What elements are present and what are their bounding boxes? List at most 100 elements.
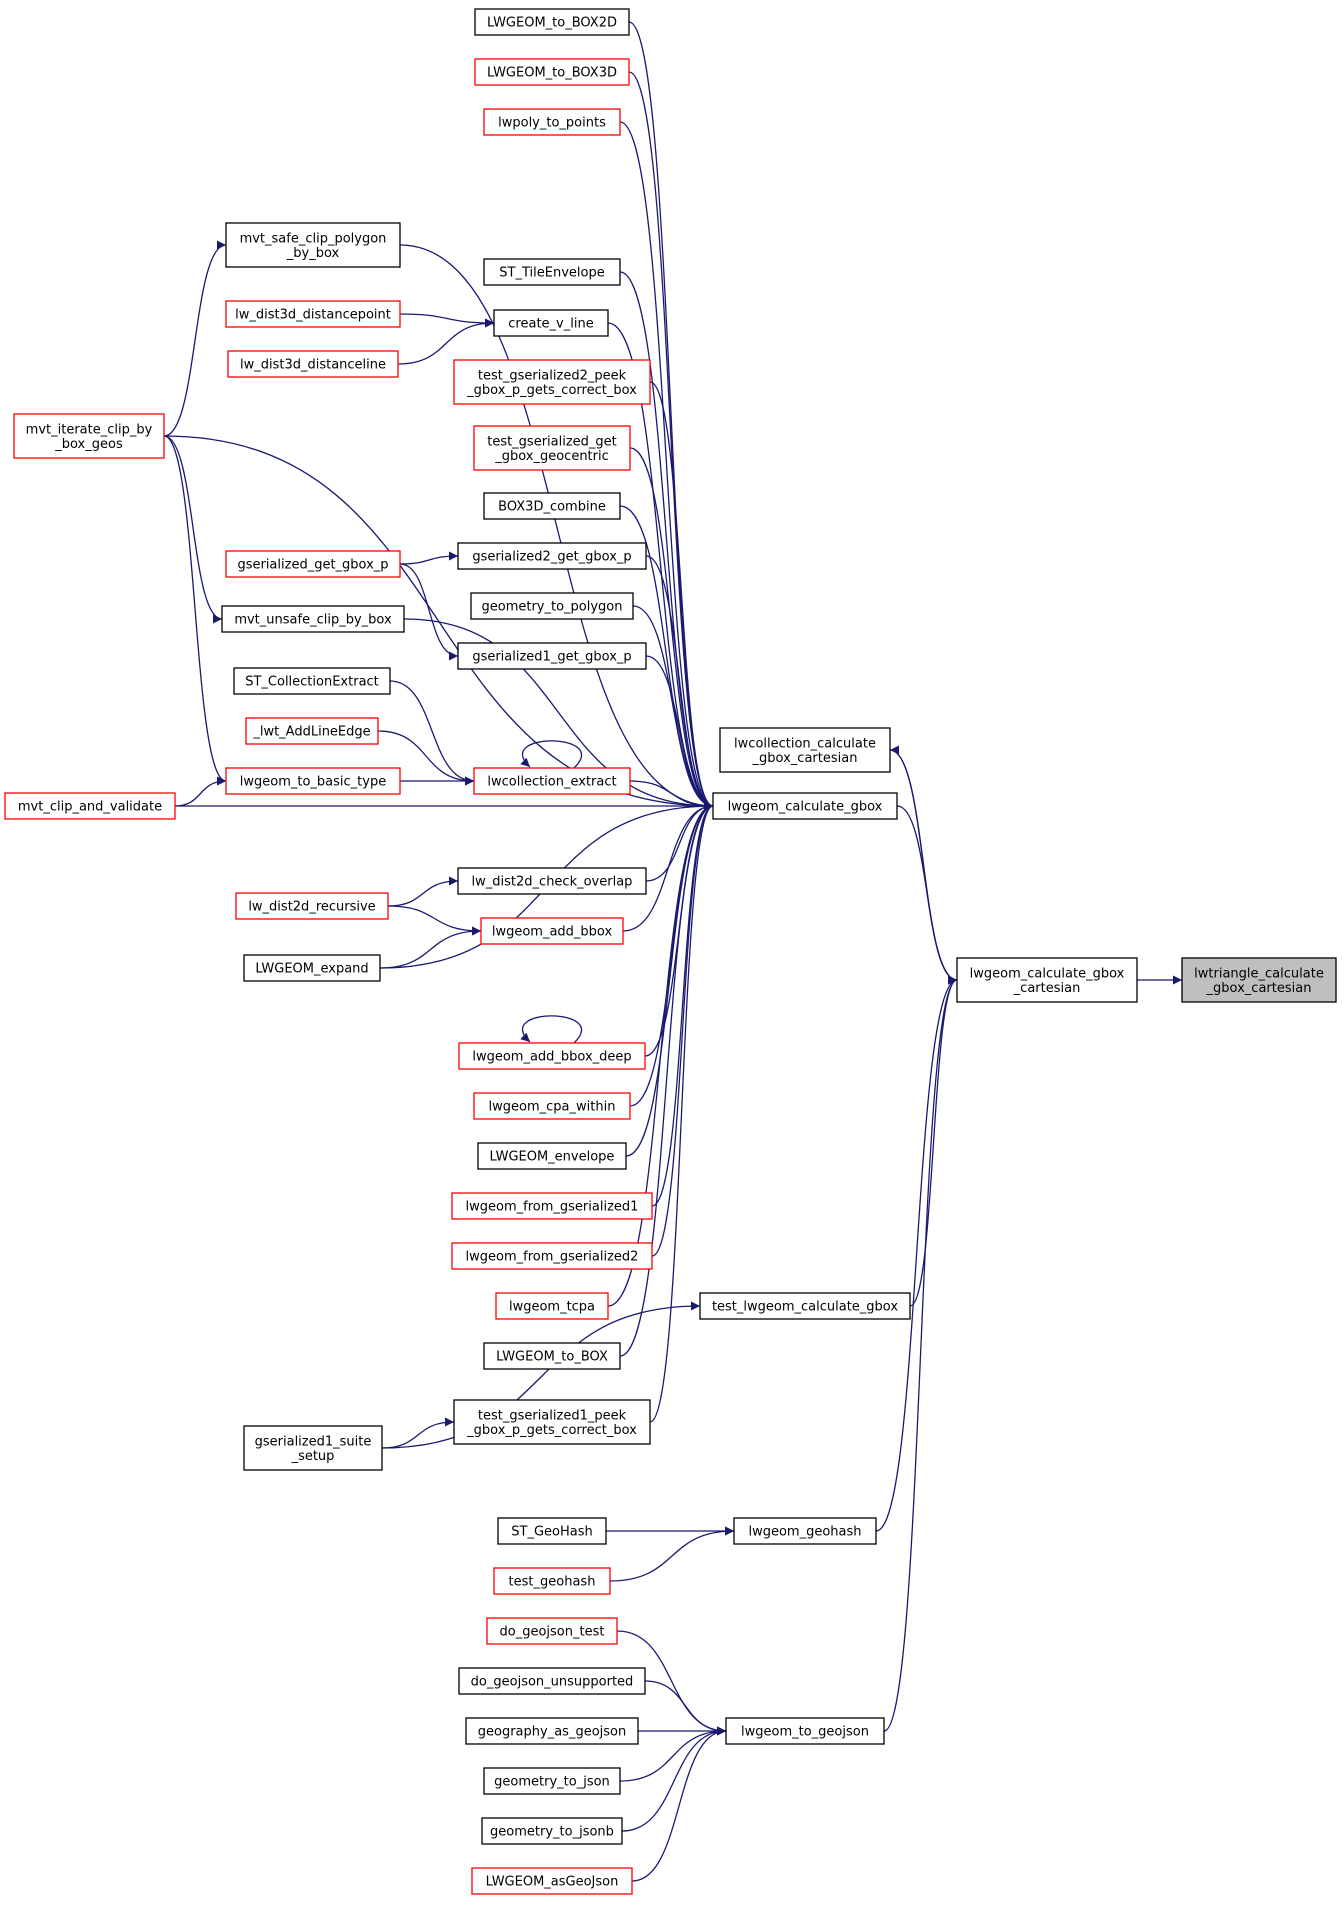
node-lwt-addlineedge[interactable]: _lwt_AddLineEdge bbox=[245, 717, 379, 745]
node-label: test_lwgeom_calculate_gbox bbox=[712, 1300, 898, 1315]
node-box bbox=[243, 954, 381, 982]
node-geography-as-geojson[interactable]: geography_as_geojson bbox=[465, 1717, 639, 1745]
edge-lwgeom-to-geojson-to-lwgeom-calculate-gbox-cartesian bbox=[883, 975, 958, 1732]
node-create-v-line[interactable]: create_v_line bbox=[493, 309, 609, 337]
edge-lwgeom-to-box-to-lwgeom-calculate-gbox bbox=[619, 801, 714, 1357]
node-label: geometry_to_jsonb bbox=[490, 1825, 614, 1840]
node-lwgeom-asgeojson[interactable]: LWGEOM_asGeoJson bbox=[471, 1867, 633, 1895]
node-lwgeom-to-geojson[interactable]: lwgeom_to_geojson bbox=[725, 1717, 885, 1745]
node-lwgeom-to-box[interactable]: LWGEOM_to_BOX bbox=[483, 1342, 621, 1370]
node-lwcollection-calculate-gbox-cartesian[interactable]: lwcollection_calculate_gbox_cartesian bbox=[719, 727, 891, 773]
node-lwgeom-geohash[interactable]: lwgeom_geohash bbox=[733, 1517, 877, 1545]
node-lwgeom-add-bbox[interactable]: lwgeom_add_bbox bbox=[480, 917, 624, 945]
node-label: geometry_to_json bbox=[494, 1775, 610, 1790]
edge-lwgeom-geohash-to-lwgeom-calculate-gbox-cartesian bbox=[875, 975, 958, 1532]
node-st-tileenvelope[interactable]: ST_TileEnvelope bbox=[483, 258, 621, 286]
node-gserialized1-suite-setup[interactable]: gserialized1_suite_setup bbox=[243, 1425, 383, 1471]
node-box bbox=[719, 727, 891, 773]
node-gserialized1-get-gbox-p[interactable]: gserialized1_get_gbox_p bbox=[457, 642, 647, 670]
node-label: lwgeom_calculate_gbox bbox=[970, 966, 1125, 981]
node-st-collectionextract[interactable]: ST_CollectionExtract bbox=[233, 667, 391, 695]
node-gserialized2-get-gbox-p[interactable]: gserialized2_get_gbox_p bbox=[457, 542, 647, 570]
node-mvt-unsafe-clip-by-box[interactable]: mvt_unsafe_clip_by_box bbox=[221, 605, 405, 633]
node-do-geojson-unsupported[interactable]: do_geojson_unsupported bbox=[458, 1667, 646, 1695]
edge-geometry-to-jsonb-to-lwgeom-to-geojson bbox=[621, 1726, 727, 1832]
node-test-gserialized-get-gbox-geocentric[interactable]: test_gserialized_get_gbox_geocentric bbox=[473, 425, 631, 471]
node-box bbox=[4, 792, 176, 820]
node-geometry-to-jsonb[interactable]: geometry_to_jsonb bbox=[481, 1817, 623, 1845]
node-box bbox=[465, 1717, 639, 1745]
edge-mvt-iterate-clip-by-box-geos-to-mvt-unsafe-clip-by-box bbox=[163, 435, 223, 624]
node-box bbox=[480, 917, 624, 945]
node-lwgeom-calculate-gbox-cartesian[interactable]: lwgeom_calculate_gbox_cartesian bbox=[956, 957, 1138, 1003]
node-lw-dist3d-distancepoint[interactable]: lw_dist3d_distancepoint bbox=[225, 300, 401, 328]
node-box bbox=[483, 108, 621, 136]
node-lwtriangle-calculate-gbox-cartesian[interactable]: lwtriangle_calculate_gbox_cartesian bbox=[1181, 957, 1337, 1003]
node-lwgeom-add-bbox-deep[interactable]: lwgeom_add_bbox_deep bbox=[458, 1042, 646, 1070]
node-geometry-to-json[interactable]: geometry_to_json bbox=[483, 1767, 621, 1795]
node-label: ST_TileEnvelope bbox=[499, 266, 604, 281]
node-box bbox=[243, 1425, 383, 1471]
node-label: _gbox_geocentric bbox=[494, 449, 609, 464]
node-lwgeom-calculate-gbox[interactable]: lwgeom_calculate_gbox bbox=[712, 792, 898, 820]
node-do-geojson-test[interactable]: do_geojson_test bbox=[486, 1617, 618, 1645]
node-lwgeom-from-gserialized1[interactable]: lwgeom_from_gserialized1 bbox=[451, 1192, 653, 1220]
node-label: _setup bbox=[291, 1449, 335, 1464]
node-label: lwgeom_geohash bbox=[748, 1525, 861, 1540]
node-label: gserialized1_suite bbox=[255, 1434, 372, 1449]
node-label: LWGEOM_expand bbox=[255, 962, 368, 977]
node-label: mvt_unsafe_clip_by_box bbox=[234, 613, 392, 628]
node-lwpoly-to-points[interactable]: lwpoly_to_points bbox=[483, 108, 621, 136]
node-box bbox=[473, 767, 631, 795]
node-box bbox=[470, 592, 634, 620]
node-label: _gbox_cartesian bbox=[1206, 981, 1312, 996]
node-label: lwgeom_add_bbox bbox=[492, 925, 613, 940]
node-geometry-to-polygon[interactable]: geometry_to_polygon bbox=[470, 592, 634, 620]
edge-st-collectionextract-to-lwcollection-extract bbox=[389, 680, 475, 786]
node-mvt-iterate-clip-by-box-geos[interactable]: mvt_iterate_clip_by_box_geos bbox=[13, 413, 165, 459]
edge-test-gserialized2-peek-to-lwgeom-calculate-gbox bbox=[649, 381, 714, 811]
edge-lw-dist2d-check-overlap-to-lwgeom-calculate-gbox bbox=[645, 801, 714, 882]
node-test-gserialized1-peek[interactable]: test_gserialized1_peek_gbox_p_gets_corre… bbox=[453, 1399, 651, 1445]
node-lwgeom-cpa-within[interactable]: lwgeom_cpa_within bbox=[473, 1092, 631, 1120]
node-label: do_geojson_unsupported bbox=[471, 1675, 634, 1690]
edge-lwt-addlineedge-to-lwcollection-extract bbox=[377, 730, 475, 786]
node-lwgeom-expand[interactable]: LWGEOM_expand bbox=[243, 954, 381, 982]
node-label: _cartesian bbox=[1013, 981, 1081, 996]
node-gserialized-get-gbox-p[interactable]: gserialized_get_gbox_p bbox=[225, 550, 401, 578]
edge-lw-dist3d-distanceline-to-create-v-line bbox=[397, 318, 495, 365]
node-lwgeom-to-box3d[interactable]: LWGEOM_to_BOX3D bbox=[474, 58, 630, 86]
node-box3d-combine[interactable]: BOX3D_combine bbox=[483, 492, 621, 520]
edge-lwgeom-envelope-to-lwgeom-calculate-gbox bbox=[625, 801, 714, 1157]
node-label: lwpoly_to_points bbox=[498, 116, 606, 131]
node-box bbox=[458, 1042, 646, 1070]
node-label: lwgeom_to_basic_type bbox=[240, 775, 386, 790]
node-lw-dist3d-distanceline[interactable]: lw_dist3d_distanceline bbox=[227, 350, 399, 378]
node-st-geohash[interactable]: ST_GeoHash bbox=[497, 1517, 607, 1545]
node-lwcollection-extract[interactable]: lwcollection_extract bbox=[473, 767, 631, 795]
node-box bbox=[13, 413, 165, 459]
edge-gserialized1-get-gbox-p-to-lwgeom-calculate-gbox bbox=[645, 655, 714, 811]
node-test-lwgeom-calculate-gbox[interactable]: test_lwgeom_calculate_gbox bbox=[699, 1292, 911, 1320]
node-lwgeom-tcpa[interactable]: lwgeom_tcpa bbox=[495, 1292, 609, 1320]
node-label: ST_CollectionExtract bbox=[245, 675, 379, 690]
node-test-gserialized2-peek[interactable]: test_gserialized2_peek_gbox_p_gets_corre… bbox=[453, 359, 651, 405]
node-label: lwgeom_calculate_gbox bbox=[728, 800, 883, 815]
node-box bbox=[483, 258, 621, 286]
nodes-layer: LWGEOM_to_BOX2D LWGEOM_to_BOX3D lwpoly_to_… bbox=[4, 8, 1337, 1895]
node-mvt-clip-and-validate[interactable]: mvt_clip_and_validate bbox=[4, 792, 176, 820]
edge-mvt-iterate-clip-by-box-geos-to-mvt-safe-clip-polygon-by-box bbox=[163, 240, 227, 437]
node-box bbox=[725, 1717, 885, 1745]
node-lw-dist2d-check-overlap[interactable]: lw_dist2d_check_overlap bbox=[457, 867, 647, 895]
node-mvt-safe-clip-polygon-by-box[interactable]: mvt_safe_clip_polygon_by_box bbox=[225, 222, 401, 268]
node-test-geohash[interactable]: test_geohash bbox=[493, 1567, 611, 1595]
node-lwgeom-to-box2d[interactable]: LWGEOM_to_BOX2D bbox=[474, 8, 630, 36]
edge-lwgeom-add-bbox-to-lwgeom-calculate-gbox bbox=[622, 801, 714, 932]
node-lwgeom-from-gserialized2[interactable]: lwgeom_from_gserialized2 bbox=[451, 1242, 653, 1270]
node-lw-dist2d-recursive[interactable]: lw_dist2d_recursive bbox=[235, 892, 389, 920]
node-lwgeom-to-basic-type[interactable]: lwgeom_to_basic_type bbox=[225, 767, 401, 795]
node-lwgeom-envelope[interactable]: LWGEOM_envelope bbox=[477, 1142, 627, 1170]
node-label: lwgeom_to_geojson bbox=[741, 1725, 869, 1740]
node-label: mvt_clip_and_validate bbox=[18, 800, 162, 815]
